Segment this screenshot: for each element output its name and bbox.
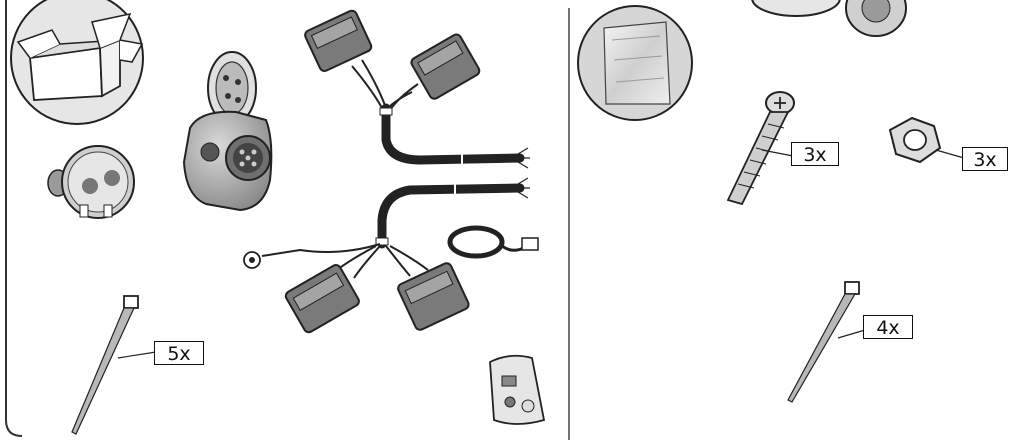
plastic-bag-icon	[577, 5, 693, 121]
screw-icon	[726, 91, 795, 206]
trailer-socket-icon	[182, 51, 273, 212]
cable-tie-right-icon	[787, 281, 866, 403]
box-icon	[10, 0, 144, 125]
small-parts-bag-icon	[489, 354, 546, 425]
cable-tie-right-quantity-label: 4x	[863, 315, 913, 339]
cable-tie-left-icon	[71, 295, 157, 435]
wiring-harness-icon	[243, 9, 539, 334]
socket-partial-icon	[751, 0, 907, 37]
nut-quantity-label: 3x	[962, 147, 1008, 171]
cover-plate-icon	[47, 145, 135, 219]
nut-icon	[888, 116, 965, 164]
screw-quantity-label: 3x	[791, 142, 839, 166]
left-section-frame	[5, 0, 23, 437]
cable-tie-left-quantity-label: 5x	[154, 341, 204, 365]
